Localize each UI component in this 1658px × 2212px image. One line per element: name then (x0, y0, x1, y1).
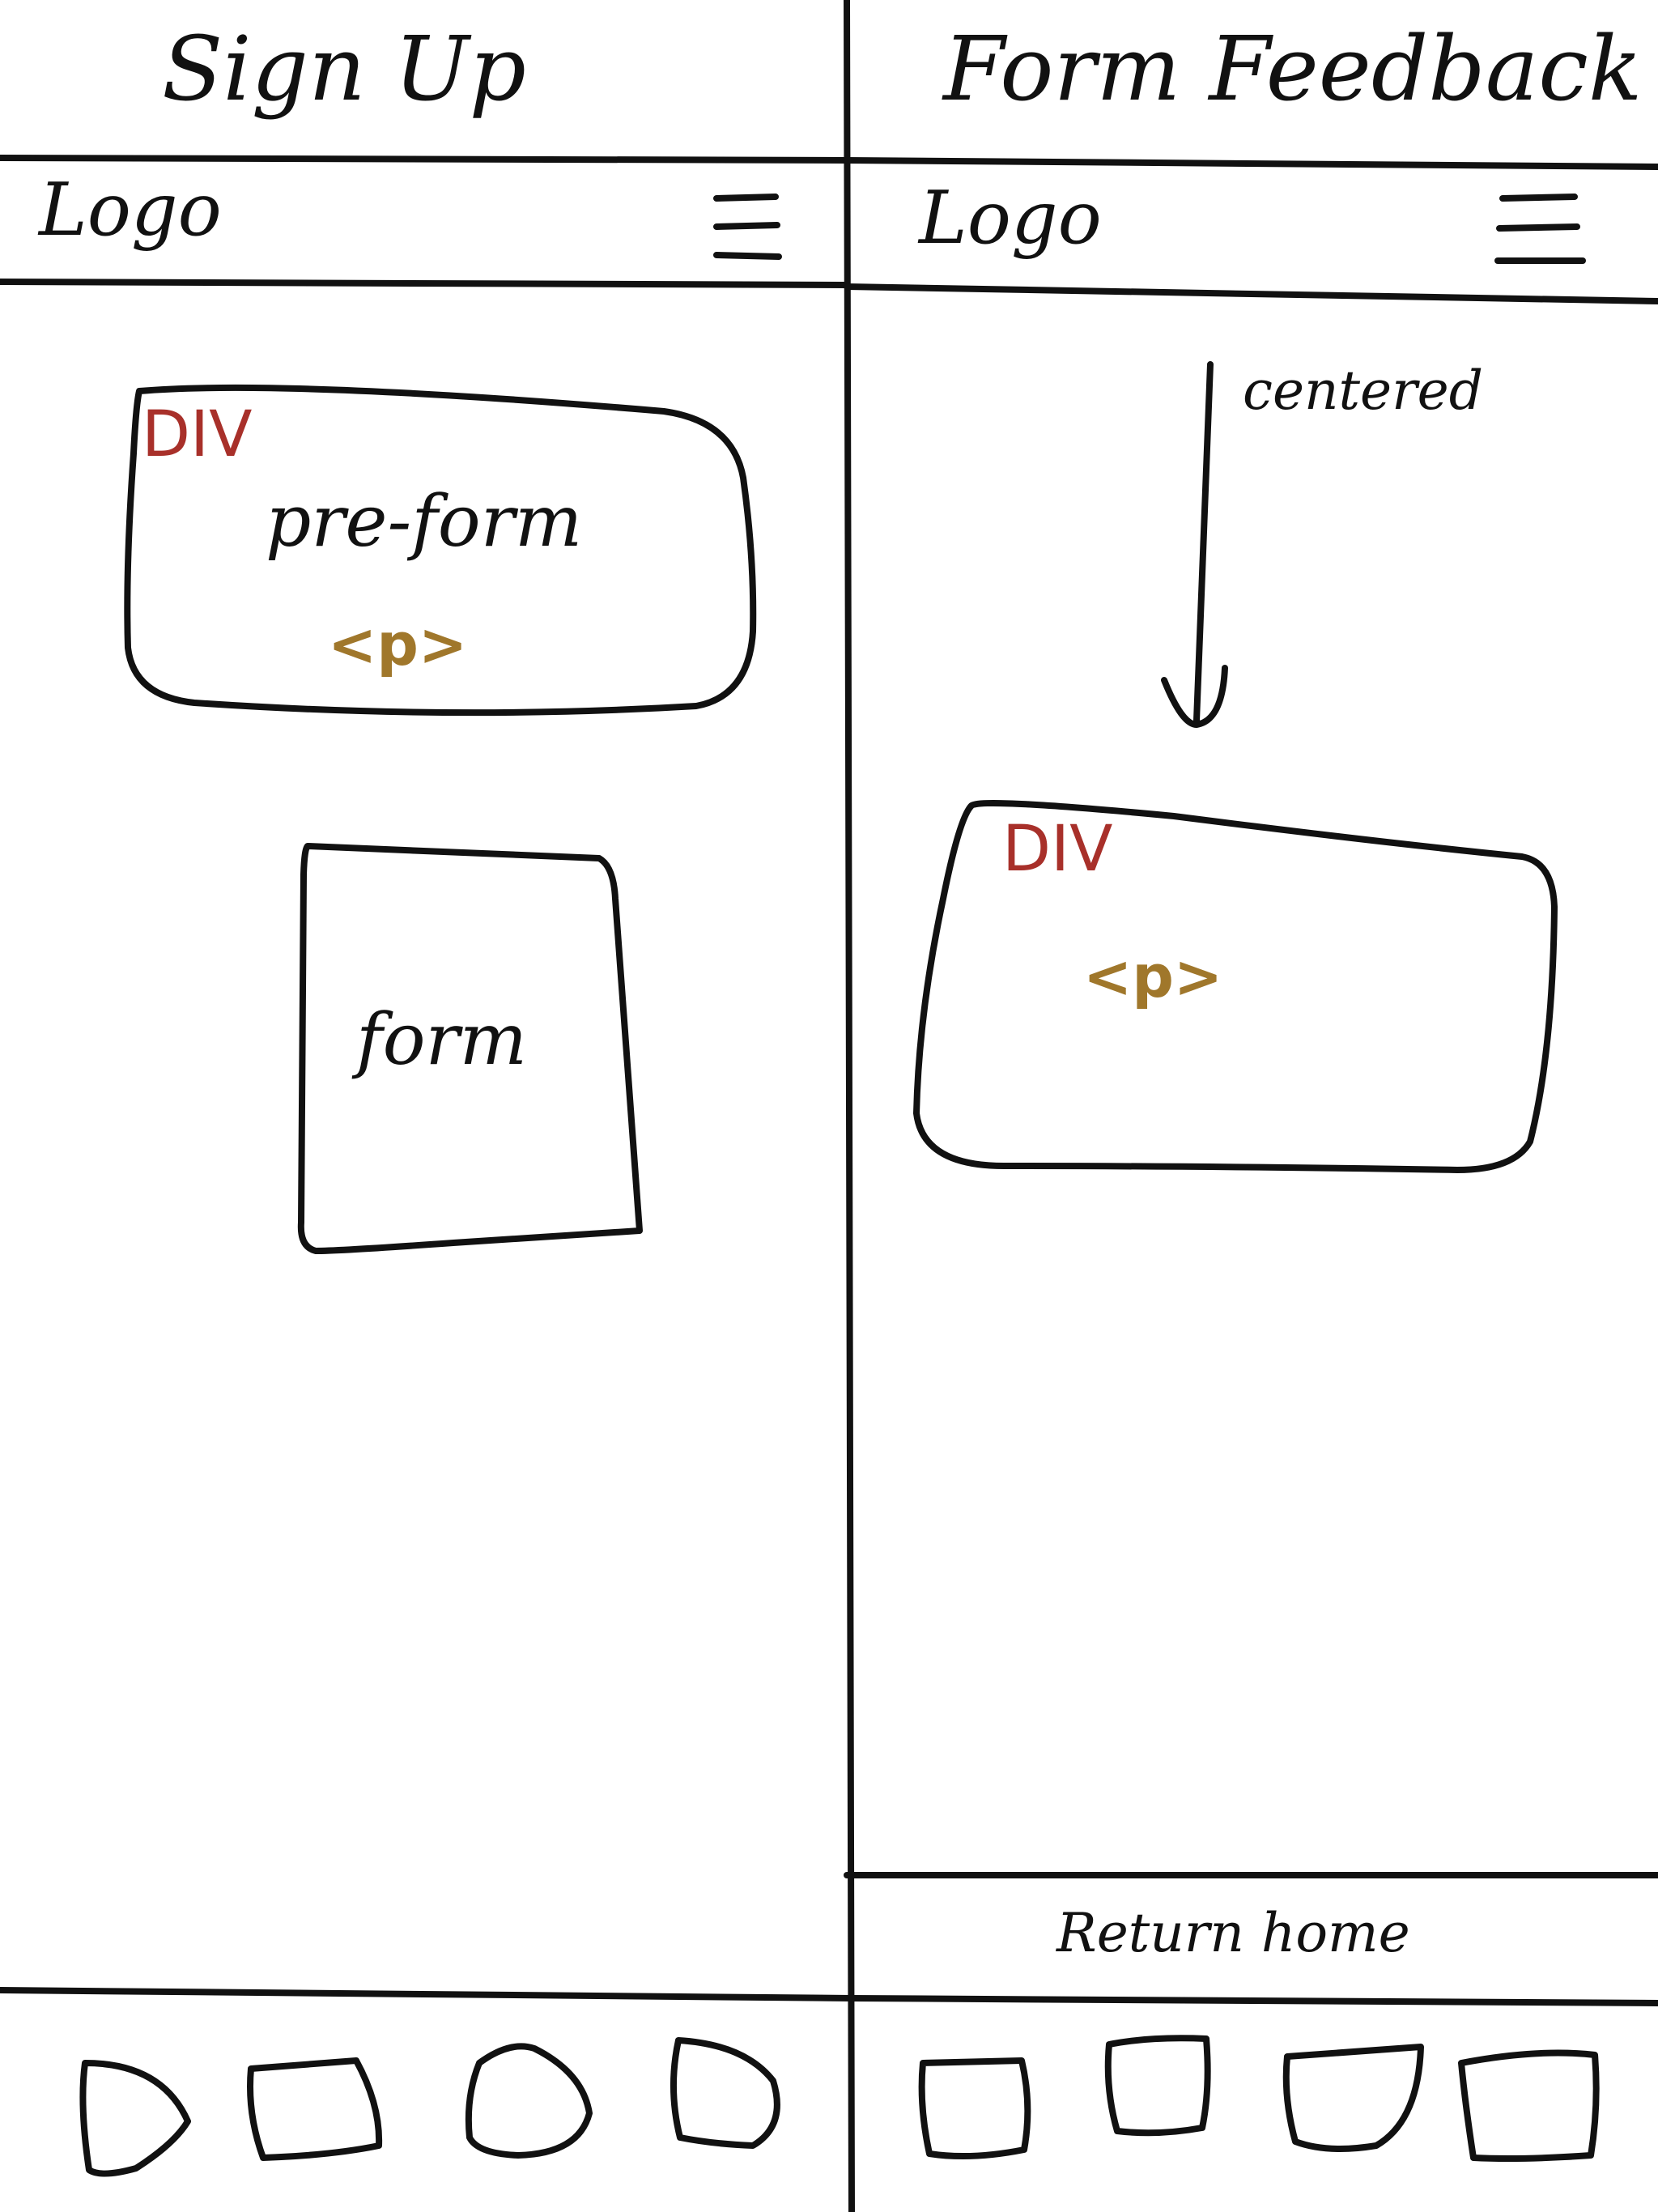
right-footer-square-icon-1 (918, 2057, 1031, 2160)
right-footer-square-icon-2 (1104, 2035, 1211, 2137)
centered-annotation: centered (1243, 359, 1483, 422)
right-footer-cup-shape-icon (1282, 2044, 1424, 2152)
form-feedback-title: Form Feedback (943, 17, 1643, 121)
left-footer-pentagon-icon (465, 2043, 593, 2159)
feedback-div-tag: DIV (1002, 813, 1113, 886)
feedback-p-tag: <p> (1083, 942, 1223, 1010)
form-box (297, 843, 643, 1254)
right-header-top-line (844, 157, 1658, 170)
form-label: form (356, 998, 528, 1081)
screen-divider (844, 0, 855, 2212)
return-home-link[interactable]: Return home (1056, 1902, 1410, 1964)
left-header-bottom-line (0, 279, 850, 288)
left-footer-square-icon (247, 2057, 383, 2161)
right-logo[interactable]: Logo (919, 176, 1102, 261)
left-footer-d-shape-icon-1 (79, 2060, 191, 2177)
right-footer-square-icon-3 (1458, 2049, 1600, 2162)
right-header-bottom-line (844, 283, 1658, 304)
pre-form-div-tag: DIV (142, 398, 253, 471)
pre-form-div-box (124, 384, 757, 717)
pre-form-label: pre-form (266, 479, 583, 563)
right-hamburger-icon (1494, 194, 1586, 264)
left-logo[interactable]: Logo (39, 168, 222, 253)
feedback-div-box (913, 799, 1558, 1173)
left-header-top-line (0, 155, 850, 164)
right-footer-top-line (848, 1995, 1658, 2006)
sign-up-title: Sign Up (162, 17, 526, 121)
left-footer-d-shape-icon-2 (670, 2037, 780, 2149)
pre-form-p-tag: <p> (328, 610, 468, 678)
centered-arrow (1161, 361, 1228, 728)
left-footer-top-line (0, 1987, 855, 2001)
left-hamburger-icon (713, 194, 782, 260)
